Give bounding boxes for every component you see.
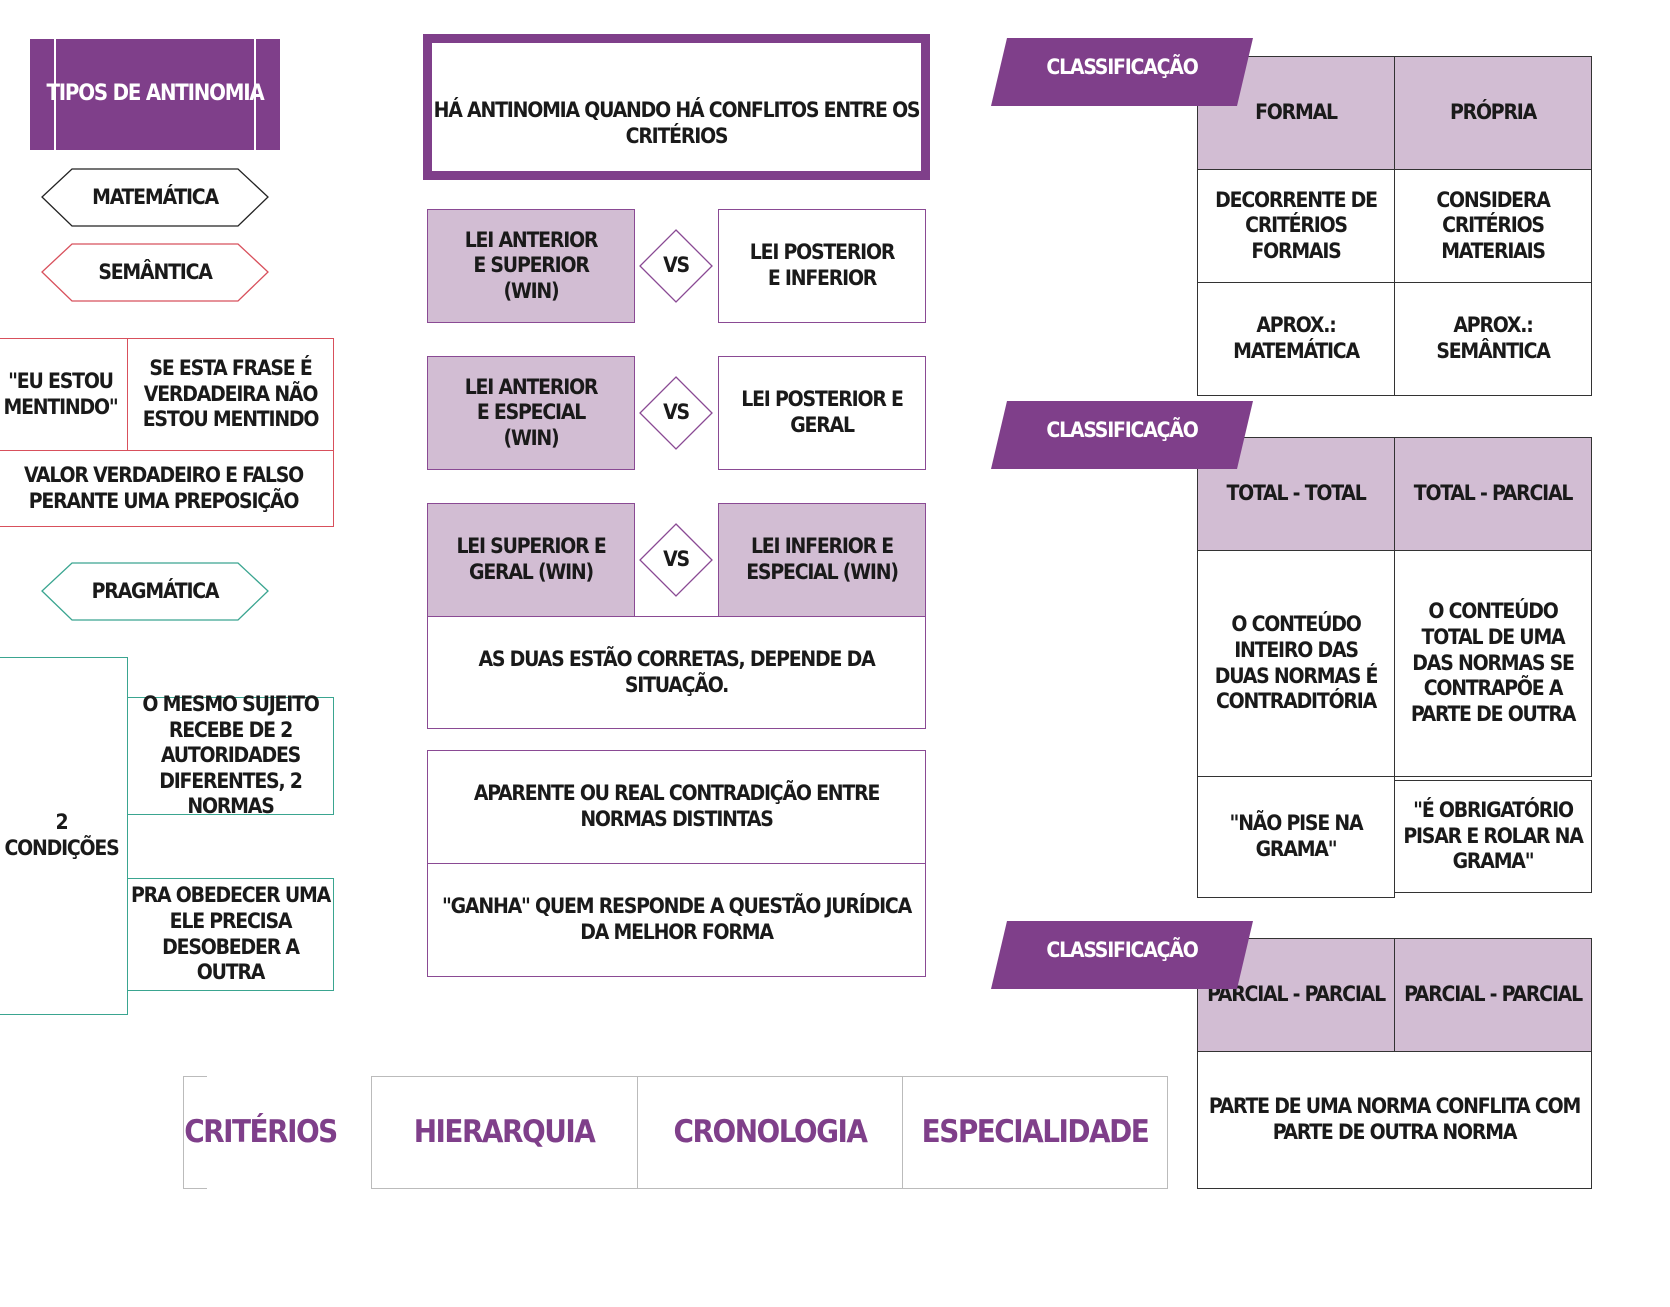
hexagon-semantica bbox=[41, 243, 269, 302]
title-divider-right bbox=[254, 39, 256, 150]
title-divider-left bbox=[54, 39, 56, 150]
type-pragmatica: PRAGMÁTICA bbox=[91, 578, 220, 603]
pragmatica-condition-1: O MESMO SUJEITO RECEBE DE 2 AUTORIDADES … bbox=[127, 692, 334, 818]
title-text: TIPOS DE ANTINOMIA bbox=[46, 81, 264, 107]
semantica-value-text: VALOR VERDADEIRO E FALSO PERANTE UMA PRE… bbox=[24, 462, 304, 513]
row1-left: LEI ANTERIOR E SUPERIOR (WIN) bbox=[427, 209, 635, 323]
vs-diamond-2 bbox=[639, 376, 713, 450]
pragmatica-condition-2-text: PRA OBEDECER UMA ELE PRECISA DESOBEDER A… bbox=[130, 883, 331, 985]
classificacao-tag-1: CLASSIFICAÇÃO bbox=[1046, 55, 1198, 80]
t2-row2-total-total: "NÃO PISE NA GRAMA" bbox=[1197, 776, 1395, 898]
row2-left: LEI ANTERIOR E ESPECIAL (WIN) bbox=[427, 356, 635, 470]
t3-header-2: PARCIAL - PARCIAL bbox=[1394, 938, 1592, 1052]
t1-row1-propria: CONSIDERA CRITÉRIOS MATERIAIS bbox=[1394, 169, 1592, 283]
semantica-explanation-text: SE ESTA FRASE É VERDADEIRA NÃO ESTOU MEN… bbox=[142, 356, 320, 432]
criteria-divider-1 bbox=[637, 1076, 638, 1189]
t1-header-propria: PRÓPRIA bbox=[1394, 56, 1592, 170]
semantica-value: VALOR VERDADEIRO E FALSO PERANTE UMA PRE… bbox=[0, 450, 334, 527]
row1-right: LEI POSTERIOR E INFERIOR bbox=[718, 209, 926, 323]
t2-row1-total-total: O CONTEÚDO INTEIRO DAS DUAS NORMAS É CON… bbox=[1197, 550, 1395, 777]
vs-diamond-1 bbox=[639, 229, 713, 303]
middle-header: HÁ ANTINOMIA QUANDO HÁ CONFLITOS ENTRE O… bbox=[432, 43, 921, 171]
vs-diamond-3 bbox=[639, 523, 713, 597]
criteria-box bbox=[371, 1076, 1168, 1189]
t2-row1-total-parcial: O CONTEÚDO TOTAL DE UMA DAS NORMAS SE CO… bbox=[1394, 550, 1592, 777]
conclusion: AS DUAS ESTÃO CORRETAS, DEPENDE DA SITUA… bbox=[427, 616, 926, 729]
row3-left: LEI SUPERIOR E GERAL (WIN) bbox=[427, 503, 635, 617]
t3-row1: PARTE DE UMA NORMA CONFLITA COM PARTE DE… bbox=[1197, 1051, 1592, 1189]
criteria-label: CRITÉRIOS bbox=[184, 1113, 338, 1150]
criteria-cronologia: CRONOLOGIA bbox=[673, 1113, 868, 1150]
t2-header-total-parcial: TOTAL - PARCIAL bbox=[1394, 437, 1592, 551]
middle-header-text: HÁ ANTINOMIA QUANDO HÁ CONFLITOS ENTRE O… bbox=[433, 98, 921, 148]
pragmatica-conditions: 2 CONDIÇÕES bbox=[0, 657, 128, 1015]
hexagon-pragmatica bbox=[41, 562, 269, 621]
classificacao-tag-3: CLASSIFICAÇÃO bbox=[1046, 938, 1198, 963]
pragmatica-conditions-text: 2 CONDIÇÕES bbox=[4, 810, 119, 860]
row2-right: LEI POSTERIOR E GERAL bbox=[718, 356, 926, 470]
semantica-quote: "EU ESTOU MENTINDO" bbox=[0, 338, 128, 451]
pragmatica-condition-1-text: O MESMO SUJEITO RECEBE DE 2 AUTORIDADES … bbox=[142, 691, 319, 819]
criteria-bracket bbox=[183, 1076, 207, 1189]
semantica-explanation: SE ESTA FRASE É VERDADEIRA NÃO ESTOU MEN… bbox=[127, 338, 334, 451]
vs-label-2: VS bbox=[663, 400, 690, 425]
type-semantica: SEMÂNTICA bbox=[98, 259, 213, 284]
classificacao-tag-1-shape bbox=[991, 38, 1253, 106]
vs-label-3: VS bbox=[663, 547, 690, 572]
t1-row1-formal: DECORRENTE DE CRITÉRIOS FORMAIS bbox=[1197, 169, 1395, 283]
t1-row2-formal: APROX.: MATEMÁTICA bbox=[1197, 282, 1395, 396]
t2-row2-total-parcial: "É OBRIGATÓRIO PISAR E ROLAR NA GRAMA" bbox=[1394, 780, 1592, 893]
vs-label-1: VS bbox=[663, 253, 690, 278]
classificacao-tag-2: CLASSIFICAÇÃO bbox=[1046, 418, 1198, 443]
winner-rule: "GANHA" QUEM RESPONDE A QUESTÃO JURÍDICA… bbox=[427, 863, 926, 977]
classificacao-tag-3-shape bbox=[991, 921, 1253, 989]
definition: APARENTE OU REAL CONTRADIÇÃO ENTRE NORMA… bbox=[427, 750, 926, 864]
hexagon-matematica bbox=[41, 168, 269, 227]
classificacao-tag-2-shape bbox=[991, 401, 1253, 469]
type-matematica: MATEMÁTICA bbox=[92, 184, 219, 209]
pragmatica-condition-2: PRA OBEDECER UMA ELE PRECISA DESOBEDER A… bbox=[127, 878, 334, 991]
criteria-especialidade: ESPECIALIDADE bbox=[921, 1113, 1150, 1150]
middle-header-frame: HÁ ANTINOMIA QUANDO HÁ CONFLITOS ENTRE O… bbox=[423, 34, 930, 180]
t1-row2-propria: APROX.: SEMÂNTICA bbox=[1394, 282, 1592, 396]
row3-right: LEI INFERIOR E ESPECIAL (WIN) bbox=[718, 503, 926, 617]
semantica-quote-text: "EU ESTOU MENTINDO" bbox=[3, 368, 118, 419]
title-tipos-antinomia: TIPOS DE ANTINOMIA bbox=[30, 39, 280, 150]
criteria-hierarquia: HIERARQUIA bbox=[413, 1113, 596, 1150]
criteria-divider-2 bbox=[902, 1076, 903, 1189]
